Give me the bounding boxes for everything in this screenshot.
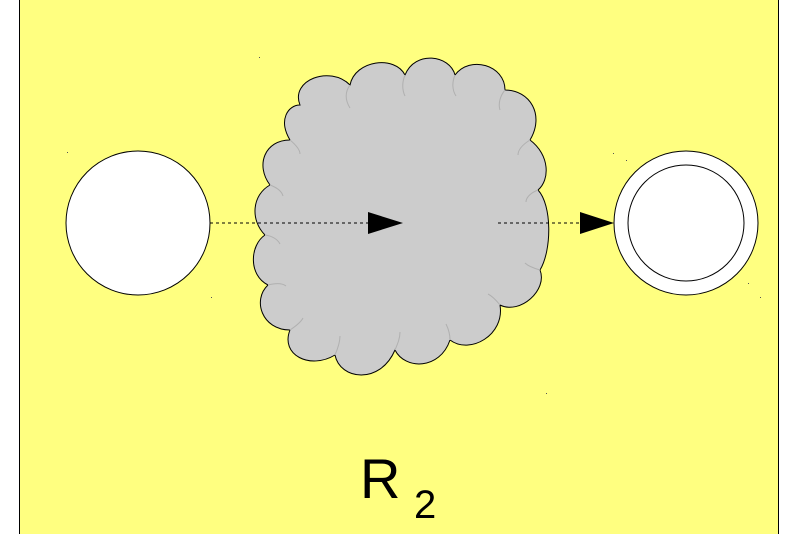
regex-cloud <box>252 57 550 376</box>
accept-state-inner-circle <box>627 164 745 282</box>
stray-dot <box>546 393 547 394</box>
arrowhead-1 <box>368 212 403 234</box>
stray-dot <box>613 153 614 154</box>
start-state-circle <box>65 150 211 296</box>
stray-dot <box>626 160 627 161</box>
stray-dot <box>760 297 761 298</box>
stray-dots <box>67 57 761 394</box>
arrowhead-2 <box>580 212 614 234</box>
stray-dot <box>211 297 212 298</box>
stray-dot <box>259 57 260 58</box>
diagram-label: R <box>360 447 400 510</box>
diagram-label-subscript: 2 <box>414 483 436 527</box>
cloud-scallop-detail <box>264 74 541 356</box>
stray-dot <box>67 152 68 153</box>
stray-dot <box>748 283 749 284</box>
